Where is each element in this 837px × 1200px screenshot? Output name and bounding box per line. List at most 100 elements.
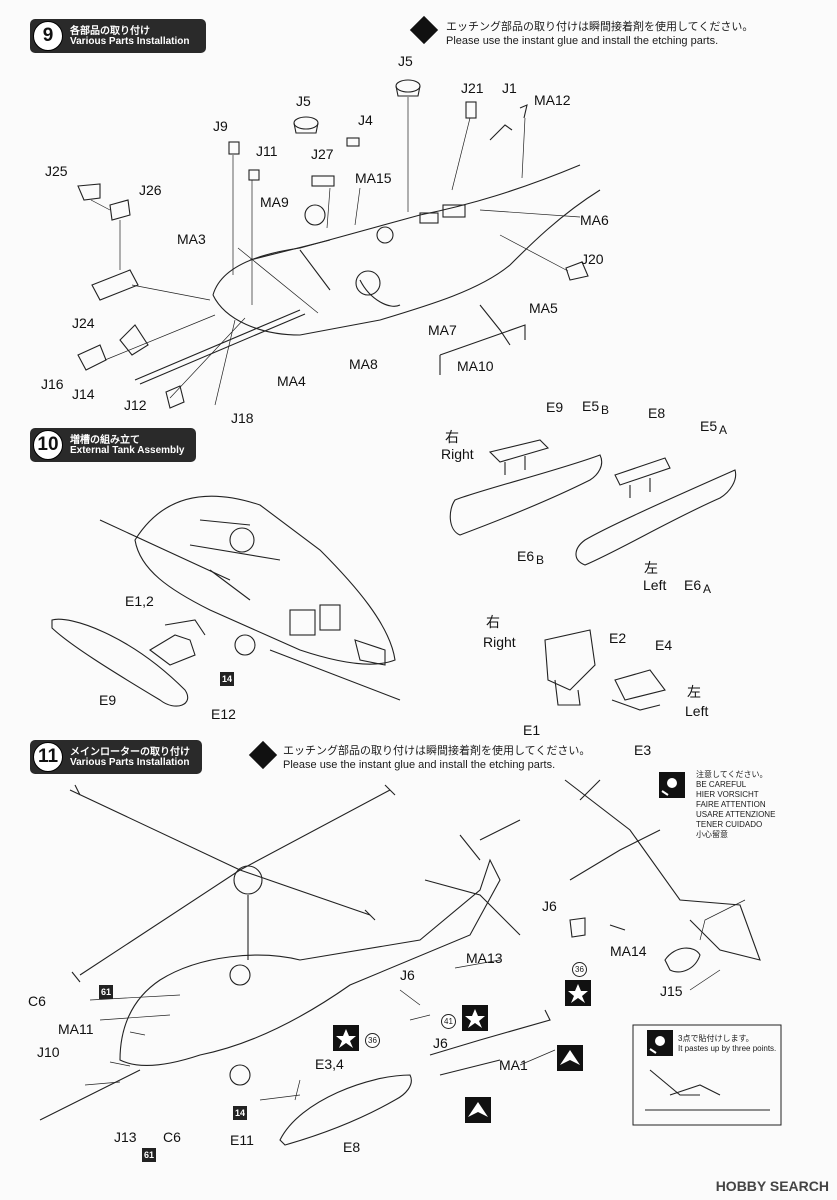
part-label: MA8 [349, 356, 378, 372]
caution-line: BE CAREFUL [696, 780, 747, 789]
part-sub-label: A [719, 423, 728, 437]
caution-line: USARE ATTENZIONE [696, 810, 776, 819]
part-label: J10 [37, 1044, 60, 1060]
part-label: J18 [231, 410, 254, 426]
part-label: MA6 [580, 212, 609, 228]
paste-note: 3点で貼付けします。 It pastes up by three points. [678, 1034, 778, 1054]
watermark: HOBBY SEARCH [715, 1178, 829, 1194]
part-label: E8 [343, 1139, 361, 1155]
step9-number: 9 [33, 21, 63, 51]
part-label: J21 [461, 80, 484, 96]
part-label: J5 [296, 93, 311, 109]
part-label: MA3 [177, 231, 206, 247]
step10-mount-parts [544, 629, 666, 711]
part-label: J11 [256, 143, 278, 159]
part-label: E6 [517, 548, 535, 564]
part-label: J16 [41, 376, 64, 392]
part-label: E5 [700, 418, 718, 434]
glue-note-en: Please use the instant glue and install … [446, 35, 719, 47]
part-label: E6 [684, 577, 702, 593]
part-label: C6 [163, 1129, 181, 1145]
side-label-jp: 左 [687, 684, 701, 700]
caution-line: 小心留意 [696, 830, 728, 839]
part-sub-label: B [601, 403, 610, 417]
part-label: E9 [546, 399, 564, 415]
part-label: MA11 [58, 1021, 94, 1037]
part-label: E12 [211, 706, 236, 722]
part-label: J1 [502, 80, 517, 96]
step9-helicopter-drawing [134, 164, 601, 385]
step11-title-en: Various Parts Installation [70, 757, 190, 768]
glue-note-jp: エッチング部品の取り付けは瞬間接着剤を使用してください。 [283, 745, 591, 757]
part-label: J24 [72, 315, 95, 331]
part-label: E5 [582, 398, 600, 414]
decal-number-circle: 36 [365, 1033, 380, 1048]
step11-number: 11 [33, 742, 63, 772]
part-label: MA5 [529, 300, 558, 316]
step9-title-en: Various Parts Installation [70, 36, 190, 47]
part-label: J6 [433, 1035, 448, 1051]
side-label-en: Right [441, 446, 474, 462]
caution-line: TENER CUIDADO [696, 820, 763, 829]
part-label: J26 [139, 182, 162, 198]
step10-number: 10 [33, 430, 63, 460]
glue-note-jp: エッチング部品の取り付けは瞬間接着剤を使用してください。 [446, 21, 754, 33]
side-label-en: Left [643, 577, 667, 593]
part-label: J5 [398, 53, 413, 69]
step10-tank-right-1 [449, 439, 603, 536]
part-label: J13 [114, 1129, 137, 1145]
decal-number-circle: 36 [572, 962, 587, 977]
side-label-jp: 左 [644, 560, 658, 576]
step10-tank-left-drawing [51, 618, 206, 707]
caution-line: 注意してください。 [696, 770, 768, 779]
part-label: J25 [45, 163, 68, 179]
part-label: J9 [213, 118, 228, 134]
side-label-jp: 右 [445, 429, 459, 445]
step9-header: 9 各部品の取り付け Various Parts Installation [30, 19, 206, 53]
part-label: J15 [660, 983, 683, 999]
part-label: MA13 [466, 950, 503, 966]
step11-header: 11 メインローターの取り付け Various Parts Installati… [30, 740, 202, 774]
side-label-en: Right [483, 634, 516, 650]
part-label: E1 [523, 722, 541, 738]
part-label: MA4 [277, 373, 306, 389]
step9-title-jp: 各部品の取り付け [70, 26, 150, 37]
part-label: E3,4 [315, 1056, 344, 1072]
part-label: J14 [72, 386, 95, 402]
part-label: MA14 [610, 943, 647, 959]
step10-title-en: External Tank Assembly [70, 445, 185, 456]
decal-number-circle: 41 [441, 1014, 456, 1029]
step10-header: 10 増槽の組み立て External Tank Assembly [30, 428, 196, 462]
part-label: E9 [99, 692, 117, 708]
part-sub-label: B [536, 553, 545, 567]
step11-leader-lines [84, 899, 746, 1101]
side-label-jp: 右 [486, 614, 500, 630]
part-label: MA12 [534, 92, 571, 108]
part-label: J20 [581, 251, 604, 267]
part-label: MA15 [355, 170, 392, 186]
caution-note: 注意してください。 BE CAREFUL HIER VORSICHT FAIRE… [696, 770, 775, 840]
part-sub-label: A [703, 582, 712, 596]
glue-note-en: Please use the instant glue and install … [283, 759, 556, 771]
part-label: J4 [358, 112, 373, 128]
part-label: J12 [124, 397, 147, 413]
glue-note-top: エッチング部品の取り付けは瞬間接着剤を使用してください。 Please use … [446, 20, 753, 48]
part-label: J27 [311, 146, 334, 162]
part-label: MA9 [260, 194, 289, 210]
part-label: MA10 [457, 358, 494, 374]
paste-inset-box [632, 1024, 782, 1126]
part-label: E3 [634, 742, 652, 758]
paste-note-jp: 3点で貼付けします。 [678, 1034, 754, 1043]
part-label: J6 [400, 967, 415, 983]
glue-note-step11: エッチング部品の取り付けは瞬間接着剤を使用してください。 Please use … [283, 744, 590, 772]
part-number-tag: 61 [142, 1148, 156, 1162]
part-label: E11 [230, 1132, 254, 1148]
caution-line: FAIRE ATTENTION [696, 800, 766, 809]
step11-helicopter-drawing [39, 779, 761, 1146]
part-number-tag: 14 [220, 672, 234, 686]
part-label: E1,2 [125, 593, 154, 609]
paste-note-en: It pastes up by three points. [678, 1044, 777, 1053]
side-label-en: Left [685, 703, 709, 719]
part-label: E8 [648, 405, 666, 421]
